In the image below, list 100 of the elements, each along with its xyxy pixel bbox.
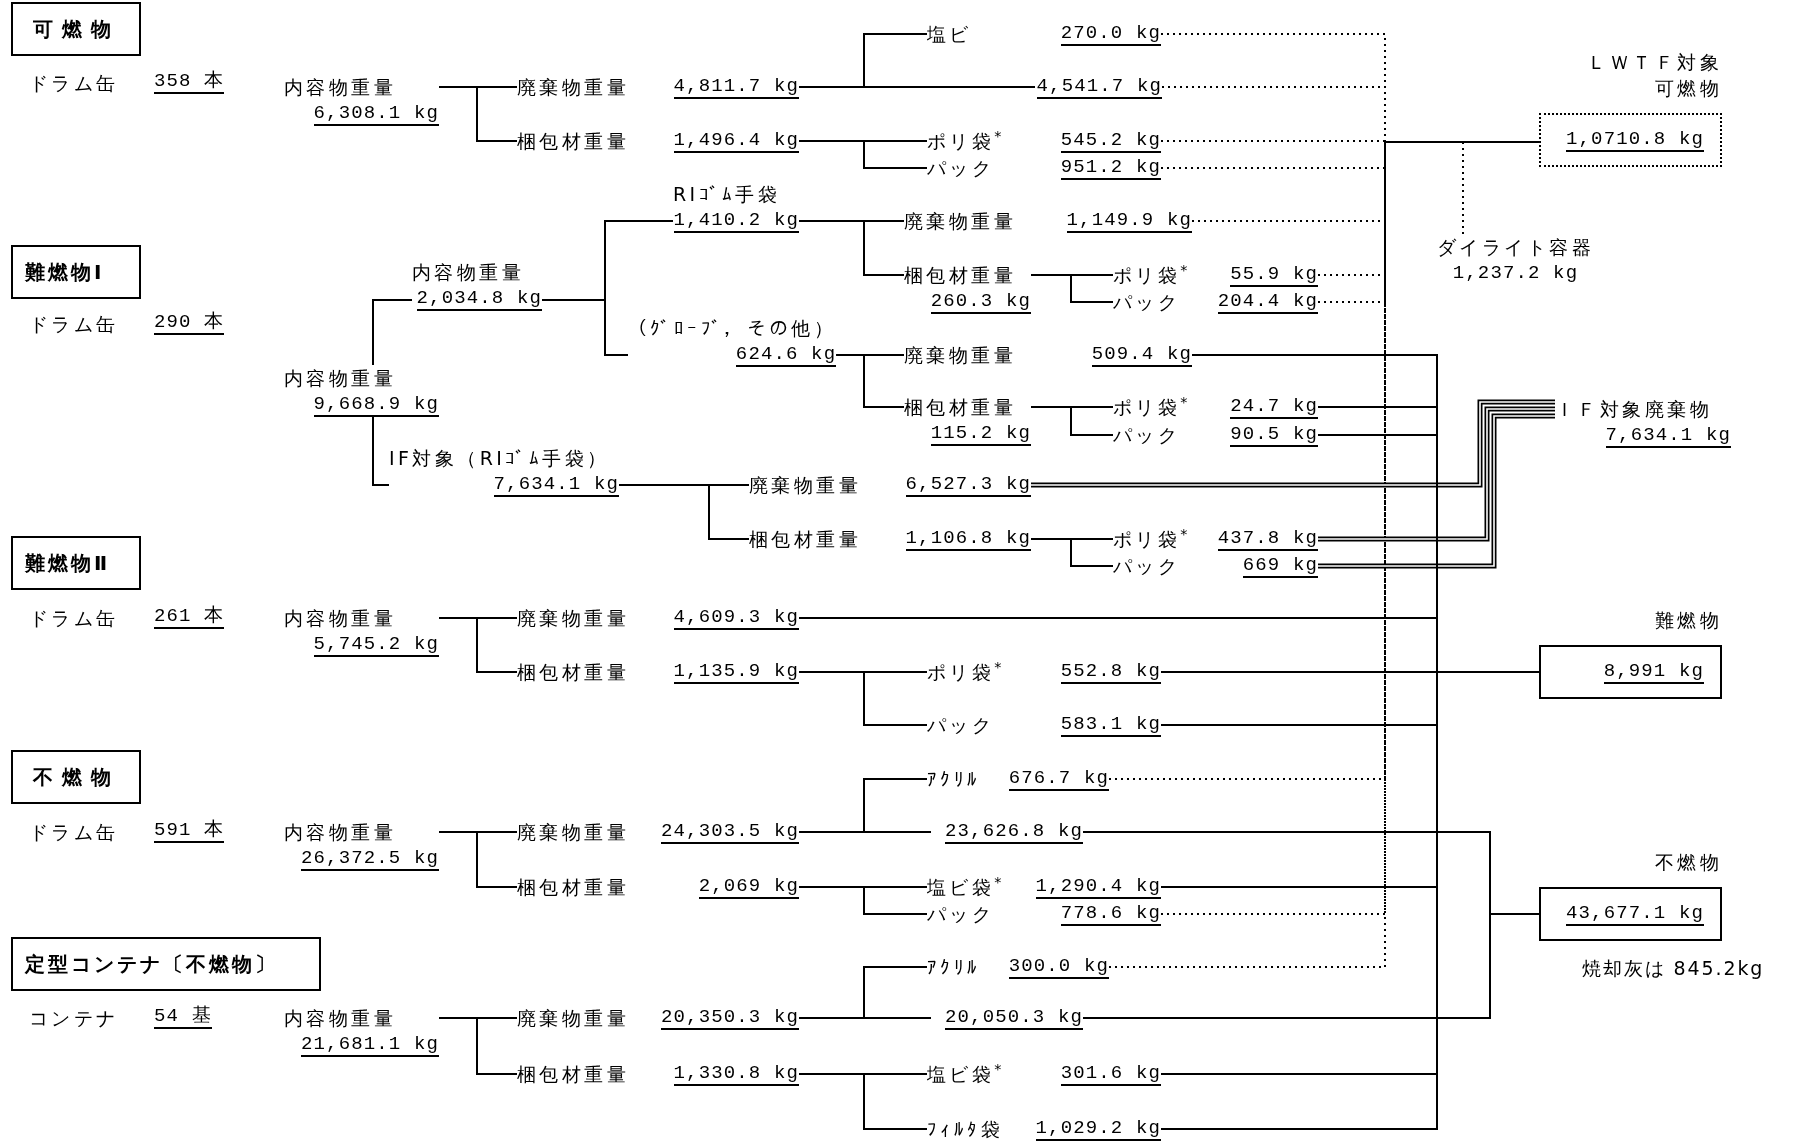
weight-value: 1,106.8 kg bbox=[905, 527, 1031, 551]
double-line bbox=[1031, 399, 1555, 488]
item-label: 内容物重量 bbox=[412, 260, 525, 285]
item-label: IF対象（RIｺﾞﾑ手袋） bbox=[389, 446, 610, 471]
weight-value: 20,350.3 kg bbox=[661, 1006, 799, 1030]
item-label: 廃棄物重量 bbox=[517, 75, 630, 100]
weight-value: 7,634.1 kg bbox=[1605, 424, 1731, 448]
container-label: ドラム缶 bbox=[29, 606, 119, 631]
item-label: ポリ袋$^{*}$ bbox=[1113, 262, 1191, 288]
connector-line bbox=[798, 1073, 928, 1130]
connector-line bbox=[618, 484, 750, 540]
item-label: 梱包材重量 bbox=[749, 527, 862, 552]
weight-value: 1,496.4 kg bbox=[673, 129, 799, 153]
double-line bbox=[1318, 406, 1555, 542]
weight-value: 6,527.3 kg bbox=[905, 473, 1031, 497]
weight-value: 204.4 kg bbox=[1217, 290, 1318, 314]
item-label: 内容物重量 bbox=[284, 75, 397, 100]
container-label: ドラム缶 bbox=[29, 71, 119, 96]
count-value: 290 本 bbox=[154, 311, 225, 335]
weight-value: 1,410.2 kg bbox=[673, 209, 799, 233]
item-label: 塩ビ袋$^{*}$ bbox=[927, 1061, 1005, 1087]
item-label: ポリ袋$^{*}$ bbox=[927, 128, 1005, 154]
note-text: 焼却灰は 845.2kg bbox=[1582, 956, 1765, 981]
connector-line bbox=[798, 220, 905, 276]
item-label: （ｸﾞﾛｰﾌﾞ，その他） bbox=[628, 316, 837, 341]
item-label: ポリ袋$^{*}$ bbox=[1113, 394, 1191, 420]
weight-value: 951.2 kg bbox=[1060, 156, 1161, 180]
weight-value: 545.2 kg bbox=[1060, 129, 1161, 153]
count-value: 358 本 bbox=[154, 70, 225, 94]
item-label: 内容物重量 bbox=[284, 820, 397, 845]
category-box: 難燃物Ⅰ bbox=[11, 245, 141, 299]
weight-value: 1,029.2 kg bbox=[1035, 1117, 1161, 1141]
weight-value: 21,681.1 kg bbox=[301, 1033, 439, 1057]
item-label: 廃棄物重量 bbox=[517, 606, 630, 631]
weight-value: 1,237.2 kg bbox=[1452, 262, 1579, 284]
weight-value: 6,308.1 kg bbox=[313, 102, 439, 126]
weight-value: 9,668.9 kg bbox=[313, 393, 439, 417]
weight-value: 301.6 kg bbox=[1060, 1062, 1161, 1086]
weight-value: 24.7 kg bbox=[1230, 395, 1318, 419]
weight-value: 7,634.1 kg bbox=[493, 473, 619, 497]
item-label: 梱包材重量 bbox=[904, 395, 1017, 420]
weight-value: 4,541.7 kg bbox=[1036, 75, 1162, 99]
total-value: 1,0710.8 kg bbox=[1566, 128, 1704, 152]
connector-line bbox=[1030, 406, 1114, 436]
item-label: パック bbox=[927, 713, 995, 738]
weight-value: 270.0 kg bbox=[1060, 22, 1161, 46]
weight-value: 90.5 kg bbox=[1230, 423, 1318, 447]
weight-value: 26,372.5 kg bbox=[301, 847, 439, 871]
weight-value: 1,330.8 kg bbox=[673, 1062, 799, 1086]
item-label: RIｺﾞﾑ手袋 bbox=[673, 182, 781, 207]
connector-line bbox=[372, 299, 413, 366]
item-label: 梱包材重量 bbox=[517, 660, 630, 685]
connector-line bbox=[438, 1017, 518, 1075]
item-label: 内容物重量 bbox=[284, 366, 397, 391]
total-heading: ＬＷＴＦ対象 bbox=[1587, 50, 1722, 75]
container-label: ドラム缶 bbox=[29, 820, 119, 845]
connector-line bbox=[1030, 538, 1114, 567]
weight-value: 20,050.3 kg bbox=[945, 1006, 1083, 1030]
item-label: ポリ袋$^{*}$ bbox=[1113, 526, 1191, 552]
item-label: 梱包材重量 bbox=[517, 875, 630, 900]
item-label: 内容物重量 bbox=[284, 1006, 397, 1031]
count-value: 591 本 bbox=[154, 819, 225, 843]
total-value: 8,991 kg bbox=[1603, 660, 1704, 684]
total-heading: 不燃物 bbox=[1654, 850, 1722, 875]
weight-value: 1,135.9 kg bbox=[673, 660, 799, 684]
item-label: 廃棄物重量 bbox=[517, 1006, 630, 1031]
item-label: 梱包材重量 bbox=[517, 1062, 630, 1087]
item-label: 内容物重量 bbox=[284, 606, 397, 631]
double-line bbox=[1318, 413, 1555, 569]
connector-line bbox=[798, 140, 928, 169]
item-label: 塩ビ bbox=[927, 22, 972, 47]
weight-value: 583.1 kg bbox=[1060, 713, 1161, 737]
item-label: ｱｸﾘﾙ bbox=[927, 955, 981, 980]
weight-value: 1,149.9 kg bbox=[1066, 209, 1192, 233]
item-label: 梱包材重量 bbox=[904, 263, 1017, 288]
connector-line bbox=[835, 354, 905, 408]
connector-line bbox=[798, 886, 928, 915]
weight-value: 778.6 kg bbox=[1060, 902, 1161, 926]
category-box: 可燃物 bbox=[11, 2, 141, 56]
item-label: ＩＦ対象廃棄物 bbox=[1555, 397, 1712, 422]
connector-line bbox=[798, 1017, 932, 1019]
item-label: パック bbox=[1113, 290, 1181, 315]
count-value: 261 本 bbox=[154, 605, 225, 629]
weight-value: 1,290.4 kg bbox=[1035, 875, 1161, 899]
weight-value: 55.9 kg bbox=[1230, 263, 1318, 287]
item-label: 廃棄物重量 bbox=[904, 209, 1017, 234]
item-label: パック bbox=[927, 156, 995, 181]
item-label: パック bbox=[1113, 423, 1181, 448]
total-heading: 可燃物 bbox=[1654, 76, 1722, 101]
weight-value: 676.7 kg bbox=[1008, 767, 1109, 791]
count-value: 54 基 bbox=[154, 1005, 212, 1029]
weight-value: 4,609.3 kg bbox=[673, 606, 799, 630]
weight-value: 24,303.5 kg bbox=[661, 820, 799, 844]
weight-value: 669 kg bbox=[1242, 554, 1318, 578]
item-label: 廃棄物重量 bbox=[749, 473, 862, 498]
weight-value: 2,034.8 kg bbox=[416, 287, 542, 311]
item-label: パック bbox=[927, 902, 995, 927]
connector-line bbox=[541, 299, 629, 356]
weight-value: 4,811.7 kg bbox=[673, 75, 799, 99]
category-box: 定型コンテナ〔不燃物〕 bbox=[11, 937, 321, 991]
